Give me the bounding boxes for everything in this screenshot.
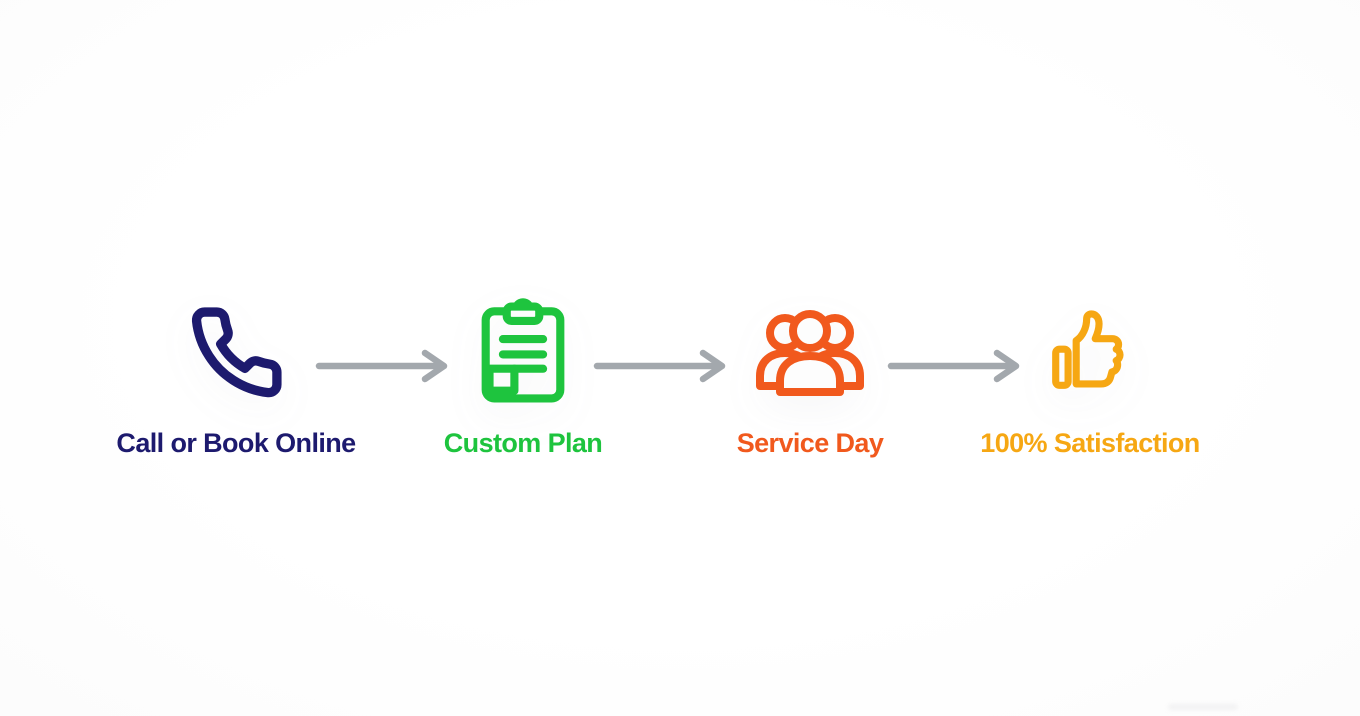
thumbs-up-icon	[1040, 296, 1140, 408]
flow-step-service-day: Service Day	[660, 296, 960, 459]
clipboard-icon	[475, 296, 571, 408]
flow-step-custom-plan: Custom Plan	[373, 296, 673, 459]
arrow-right-icon	[590, 346, 736, 386]
step-label-call-or-book: Call or Book Online	[116, 428, 356, 458]
phone-icon	[188, 296, 285, 408]
arrow-right-icon	[884, 346, 1030, 386]
flow-step-call-or-book: Call or Book Online	[86, 296, 386, 459]
step-label-satisfaction: 100% Satisfaction	[980, 428, 1200, 458]
step-label-service-day: Service Day	[736, 428, 884, 458]
step-label-custom-plan: Custom Plan	[443, 428, 603, 458]
people-icon	[749, 296, 871, 408]
flow-step-satisfaction: 100% Satisfaction	[940, 296, 1240, 459]
background-artifact	[1168, 704, 1238, 710]
arrow-right-icon	[312, 346, 458, 386]
